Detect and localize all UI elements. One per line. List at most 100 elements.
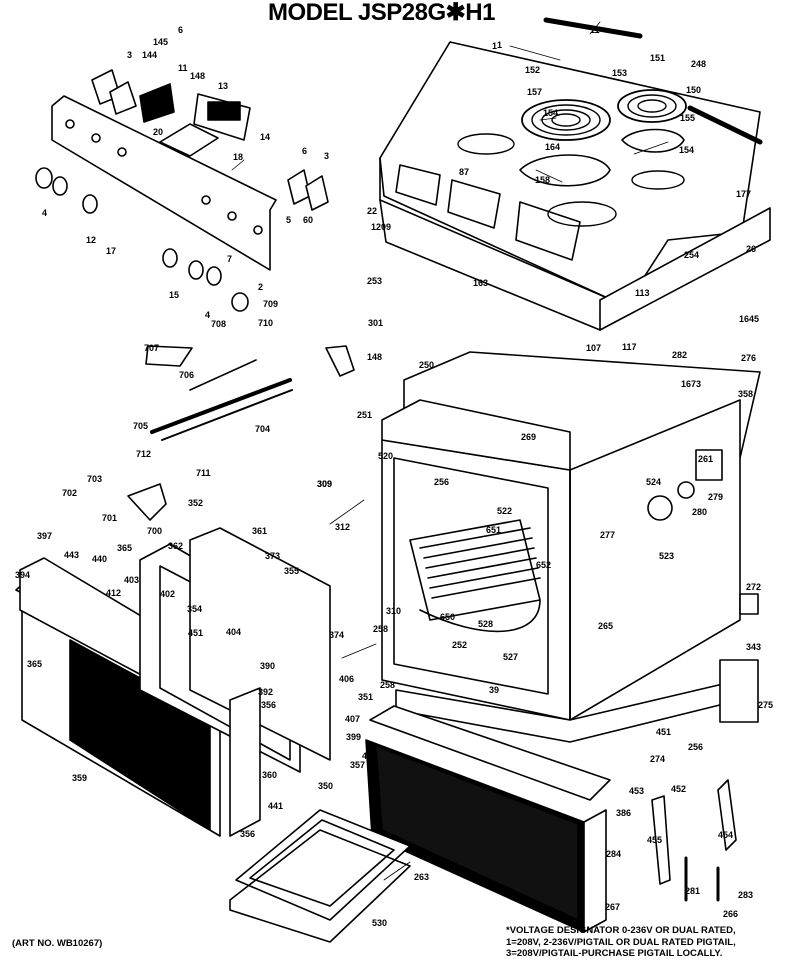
part-number-label: 14 bbox=[260, 132, 270, 142]
part-number-label: 355 bbox=[284, 566, 299, 576]
part-number-label: 144 bbox=[142, 50, 157, 60]
part-number-label: 1 bbox=[492, 41, 497, 51]
part-number-label: 394 bbox=[15, 570, 30, 580]
part-number-label: 705 bbox=[133, 421, 148, 431]
art-number: (ART NO. WB10267) bbox=[12, 938, 103, 949]
part-number-label: 157 bbox=[527, 87, 542, 97]
knobs bbox=[35, 69, 329, 312]
part-number-label: 356 bbox=[261, 700, 276, 710]
part-number-label: 706 bbox=[179, 370, 194, 380]
part-number-label: 362 bbox=[168, 541, 183, 551]
part-number-label: 650 bbox=[440, 612, 455, 622]
part-number-label: 283 bbox=[738, 890, 753, 900]
part-number-label: 451 bbox=[656, 727, 671, 737]
part-number-label: 343 bbox=[746, 642, 761, 652]
part-number-label: 6 bbox=[178, 25, 183, 35]
part-number-label: 256 bbox=[688, 742, 703, 752]
part-number-label: 386 bbox=[616, 808, 631, 818]
part-number-label: 458 bbox=[0, 0, 15, 2]
part-number-label: 453 bbox=[629, 786, 644, 796]
part-number-label: 154 bbox=[543, 108, 558, 118]
part-number-label: 12 bbox=[86, 235, 96, 245]
part-number-label: 701 bbox=[102, 513, 117, 523]
part-number-label: 252 bbox=[452, 640, 467, 650]
part-number-label: 524 bbox=[646, 477, 661, 487]
part-number-label: 22 bbox=[367, 206, 377, 216]
part-number-label: 402 bbox=[160, 589, 175, 599]
broiler-pan bbox=[229, 809, 411, 943]
part-number-label: 312 bbox=[335, 522, 350, 532]
part-number-label: 107 bbox=[586, 343, 601, 353]
part-number-label: 365 bbox=[27, 659, 42, 669]
part-number-label: 530 bbox=[372, 918, 387, 928]
part-number-label: 528 bbox=[478, 619, 493, 629]
part-number-label: 704 bbox=[255, 424, 270, 434]
part-number-label: 145 bbox=[153, 37, 168, 47]
part-number-label: 60 bbox=[303, 215, 313, 225]
part-number-label: 5 bbox=[286, 215, 291, 225]
part-number-label: 711 bbox=[196, 468, 211, 478]
part-number-label: 309 bbox=[317, 479, 332, 489]
part-number-label: 279 bbox=[708, 492, 723, 502]
part-number-label: 356 bbox=[240, 829, 255, 839]
part-number-label: 151 bbox=[650, 53, 665, 63]
part-number-label: 412 bbox=[106, 588, 121, 598]
part-number-label: 269 bbox=[521, 432, 536, 442]
part-number-label: 360 bbox=[262, 770, 277, 780]
part-number-label: 443 bbox=[64, 550, 79, 560]
part-number-label: 392 bbox=[258, 687, 273, 697]
part-number-label: 350 bbox=[318, 781, 333, 791]
part-number-label: 258 bbox=[373, 624, 388, 634]
part-number-label: 248 bbox=[691, 59, 706, 69]
part-number-label: 256 bbox=[434, 477, 449, 487]
part-number-label: 358 bbox=[738, 389, 753, 399]
part-number-label: 18 bbox=[233, 152, 243, 162]
part-number-label: 440 bbox=[92, 554, 107, 564]
part-number-label: 2 bbox=[258, 282, 263, 292]
part-number-label: 4 bbox=[42, 208, 47, 218]
part-number-label: 403 bbox=[124, 575, 139, 585]
part-number-label: 523 bbox=[659, 551, 674, 561]
part-number-label: 263 bbox=[414, 872, 429, 882]
part-number-label: 164 bbox=[545, 142, 560, 152]
footnote-line-1: *VOLTAGE DESIGNATOR 0-236V OR DUAL RATED… bbox=[506, 925, 736, 936]
part-number-label: 457 bbox=[362, 751, 377, 761]
part-number-label: 1673 bbox=[681, 379, 701, 389]
part-number-label: 266 bbox=[723, 909, 738, 919]
cooktop-assembly bbox=[379, 17, 771, 331]
part-number-label: 309 bbox=[317, 479, 332, 489]
part-number-label: 3 bbox=[324, 151, 329, 161]
part-number-label: 652 bbox=[536, 560, 551, 570]
part-number-label: 253 bbox=[367, 276, 382, 286]
part-number-label: 158 bbox=[535, 175, 550, 185]
part-number-label: 1209 bbox=[371, 222, 391, 232]
part-number-label: 301 bbox=[368, 318, 383, 328]
part-number-label: 153 bbox=[612, 68, 627, 78]
part-number-label: 712 bbox=[136, 449, 151, 459]
part-number-label: 39 bbox=[489, 685, 499, 695]
part-number-label: 254 bbox=[684, 250, 699, 260]
part-number-label: 390 bbox=[260, 661, 275, 671]
part-number-label: 261 bbox=[698, 454, 713, 464]
part-number-label: 258 bbox=[380, 680, 395, 690]
part-number-label: 6 bbox=[302, 146, 307, 156]
part-number-label: 452 bbox=[671, 784, 686, 794]
part-number-label: 703 bbox=[87, 474, 102, 484]
model-title: MODEL JSP28G✱H1 bbox=[268, 0, 495, 26]
part-number-label: 454 bbox=[718, 830, 733, 840]
part-number-label: 529 bbox=[0, 0, 15, 2]
part-number-label: 3 bbox=[127, 50, 132, 60]
leader-lines bbox=[231, 21, 669, 881]
part-number-label: 267 bbox=[605, 902, 620, 912]
part-number-label: 707 bbox=[144, 343, 159, 353]
part-number-label: 155 bbox=[680, 113, 695, 123]
storage-drawer bbox=[365, 705, 611, 933]
oven-door bbox=[15, 527, 331, 837]
part-number-label: 4 bbox=[205, 310, 210, 320]
hardware-parts bbox=[127, 345, 759, 902]
part-number-label: 250 bbox=[419, 360, 434, 370]
part-number-label: 708 bbox=[211, 319, 226, 329]
part-number-label: 702 bbox=[62, 488, 77, 498]
